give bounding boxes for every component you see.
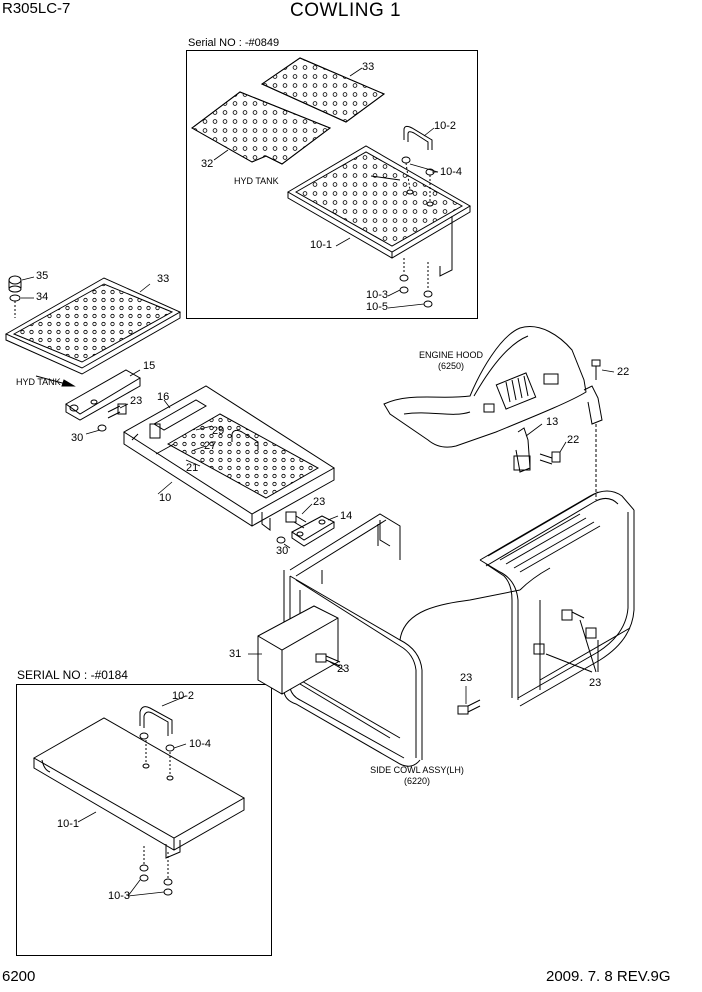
callout-10-2: 10-2 — [172, 690, 195, 702]
callout-27: 27 — [204, 440, 217, 452]
leader-lines — [21, 67, 615, 897]
plate-10-1-top — [287, 145, 471, 277]
plate-10-1-bottom — [32, 717, 246, 859]
bolt-23-e — [533, 609, 599, 673]
callout-10-5: 10-5 — [366, 301, 389, 313]
washer-34 — [9, 294, 21, 318]
callout-10-1: 10-1 — [310, 239, 333, 251]
callout-22: 22 — [567, 434, 580, 446]
plate-32-top — [191, 91, 332, 165]
callout-22: 22 — [617, 366, 630, 378]
callout-30: 30 — [71, 432, 84, 444]
hyd-tank-note: HYD TANK — [16, 377, 61, 387]
callout-33: 33 — [157, 273, 170, 285]
callout-34: 34 — [36, 291, 49, 303]
bolt-22-b — [539, 451, 561, 465]
engine-hood — [383, 326, 587, 448]
bracket-15 — [65, 369, 141, 421]
callout-31: 31 — [229, 648, 242, 660]
callout-32: 32 — [201, 158, 214, 170]
bolt-22-a — [591, 359, 601, 500]
callout-23: 23 — [337, 663, 350, 675]
callout-10-2: 10-2 — [434, 120, 457, 132]
revision-date: 2009. 7. 8 REV.9G — [546, 968, 671, 985]
callout-33: 33 — [362, 61, 375, 73]
callout-23: 23 — [460, 672, 473, 684]
handle-10-2-bottom — [139, 706, 173, 736]
bolt-23-d — [457, 699, 481, 715]
side-cowl-note: SIDE COWL ASSY(LH) — [370, 765, 464, 775]
model-name: R305LC-7 — [2, 0, 71, 17]
callout-23: 23 — [589, 677, 602, 689]
handle-main — [231, 429, 259, 450]
bolt-23-c — [315, 653, 341, 667]
callout-23: 23 — [130, 395, 143, 407]
bolt-23-a — [107, 403, 127, 419]
callout-35: 35 — [36, 270, 49, 282]
callout-10-4: 10-4 — [189, 738, 212, 750]
bolt-35 — [8, 275, 22, 293]
bolt-23-b — [285, 511, 307, 529]
engine-hood-note: ENGINE HOOD — [418, 350, 483, 360]
callout-23: 23 — [313, 496, 326, 508]
latch-13 — [513, 385, 603, 473]
plate-10-main — [123, 385, 335, 531]
page-title: COWLING 1 — [290, 0, 402, 21]
page-number: 6200 — [2, 968, 36, 985]
frame-assembly — [283, 490, 635, 767]
callout-13: 13 — [546, 416, 559, 428]
callout-30: 30 — [276, 545, 289, 557]
callout-10-3: 10-3 — [366, 289, 389, 301]
inset-bottom-serial: SERIAL NO : -#0184 — [17, 668, 128, 682]
handle-10-2-top — [403, 125, 433, 150]
callout-16: 16 — [157, 391, 170, 403]
callout-10-4: 10-4 — [440, 166, 463, 178]
callout-21: 21 — [186, 462, 199, 474]
callout-10-3: 10-3 — [108, 890, 131, 902]
inset-top-frame — [186, 50, 478, 319]
engine-hood-ref: (6250) — [437, 361, 464, 371]
latch-16 — [149, 399, 207, 439]
inset-top-serial: Serial NO : -#0849 — [188, 37, 280, 49]
callout-10: 10 — [159, 492, 172, 504]
inset-top-hyd-tank: HYD TANK — [234, 176, 279, 186]
side-cowl-ref: (6220) — [403, 776, 430, 786]
plate-14 — [291, 515, 336, 547]
callout-15: 15 — [143, 360, 156, 372]
inset-bottom-frame — [16, 684, 272, 956]
plate-33-main — [4, 277, 182, 375]
seal-31 — [257, 605, 339, 695]
callout-29: 29 — [212, 425, 225, 437]
callout-14: 14 — [340, 510, 353, 522]
callout-10-1: 10-1 — [57, 818, 80, 830]
plate-33-top — [260, 57, 385, 123]
